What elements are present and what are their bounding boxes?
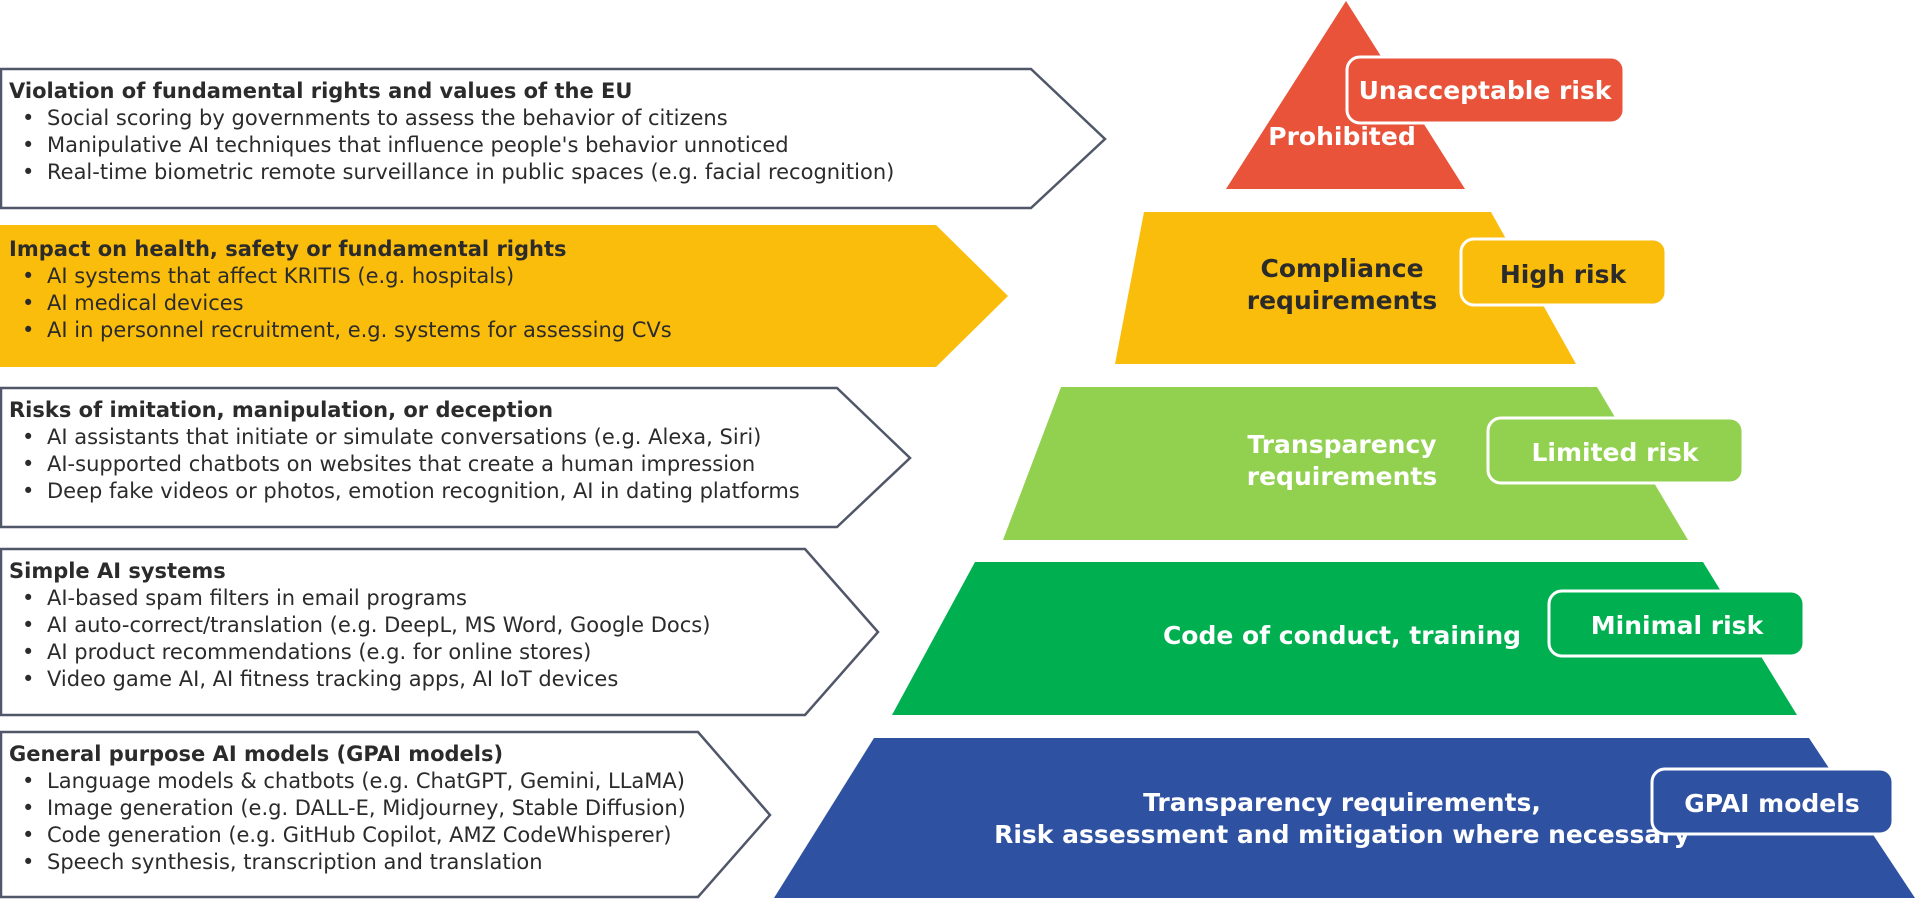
bullet: • [22, 318, 34, 342]
tier-unacceptable: Prohibited Unacceptable risk [1226, 1, 1626, 189]
category-item: Code generation (e.g. GitHub Copilot, AM… [47, 823, 672, 847]
tier-description: Compliance [1260, 254, 1423, 283]
tier-label: Limited risk [1531, 438, 1699, 467]
tier-badge [1486, 416, 1745, 485]
category-item: Deep fake videos or photos, emotion reco… [47, 479, 800, 503]
bullet: • [22, 106, 34, 130]
bullet: • [22, 796, 34, 820]
category-arrow-limited: Risks of imitation, manipulation, or dec… [0, 386, 912, 529]
tier-description: Prohibited [1268, 122, 1415, 151]
category-item: AI-based spam filters in email programs [47, 586, 467, 610]
category-title: Violation of fundamental rights and valu… [9, 79, 632, 103]
tier-description: Code of conduct, training [1163, 621, 1521, 650]
bullet: • [22, 640, 34, 664]
tier-description: requirements [1247, 462, 1437, 491]
tier-minimal: Code of conduct, training Minimal risk [892, 562, 1806, 715]
bullet: • [22, 823, 34, 847]
category-title: Simple AI systems [9, 559, 226, 583]
category-item: AI auto-correct/translation (e.g. DeepL,… [47, 613, 710, 637]
category-item: AI assistants that initiate or simulate … [47, 425, 761, 449]
category-item: AI in personnel recruitment, e.g. system… [47, 318, 672, 342]
bullet: • [22, 264, 34, 288]
bullet: • [22, 586, 34, 610]
tier-badge [1345, 55, 1626, 125]
bullet: • [22, 667, 34, 691]
category-item: AI medical devices [47, 291, 244, 315]
category-item: Video game AI, AI fitness tracking apps,… [47, 667, 618, 691]
category-item: Speech synthesis, transcription and tran… [47, 850, 543, 874]
bullet: • [22, 425, 34, 449]
category-item: AI systems that affect KRITIS (e.g. hosp… [47, 264, 514, 288]
category-item: AI product recommendations (e.g. for onl… [47, 640, 591, 664]
category-item: AI-supported chatbots on websites that c… [47, 452, 755, 476]
category-item: Manipulative AI techniques that influenc… [47, 133, 789, 157]
bullet: • [22, 850, 34, 874]
tier-description: Transparency requirements, [1143, 788, 1541, 817]
tier-description: Transparency [1247, 430, 1436, 459]
tier-label: GPAI models [1684, 789, 1859, 818]
tier-badge [1459, 237, 1668, 307]
bullet: • [22, 291, 34, 315]
bullet: • [22, 452, 34, 476]
bullet: • [22, 479, 34, 503]
tier-limited: Transparency requirements Limited risk [1003, 387, 1745, 540]
tier-description: Risk assessment and mitigation where nec… [994, 820, 1690, 849]
tier-badge [1650, 767, 1895, 836]
category-item: Image generation (e.g. DALL-E, Midjourne… [47, 796, 686, 820]
bullet: • [22, 133, 34, 157]
category-title: Impact on health, safety or fundamental … [9, 237, 567, 261]
tier-badge [1547, 589, 1806, 658]
category-item: Language models & chatbots (e.g. ChatGPT… [47, 769, 685, 793]
tier-label: Minimal risk [1591, 611, 1765, 640]
bullet: • [22, 769, 34, 793]
tier-label: Unacceptable risk [1359, 76, 1613, 105]
tier-gpai: Transparency requirements, Risk assessme… [774, 738, 1915, 898]
category-arrow-unacceptable: Violation of fundamental rights and valu… [0, 67, 1107, 210]
category-arrow-gpai: General purpose AI models (GPAI models) … [0, 730, 772, 899]
category-title: General purpose AI models (GPAI models) [9, 742, 503, 766]
category-arrow-high: Impact on health, safety or fundamental … [0, 225, 1008, 367]
category-item: Real-time biometric remote surveillance … [47, 160, 894, 184]
category-title: Risks of imitation, manipulation, or dec… [9, 398, 553, 422]
category-arrow-minimal: Simple AI systems • AI-based spam filter… [0, 547, 880, 717]
tier-high: Compliance requirements High risk [1115, 212, 1668, 364]
tier-description: requirements [1247, 286, 1437, 315]
category-item: Social scoring by governments to assess … [47, 106, 728, 130]
bullet: • [22, 613, 34, 637]
bullet: • [22, 160, 34, 184]
tier-label: High risk [1500, 260, 1628, 289]
